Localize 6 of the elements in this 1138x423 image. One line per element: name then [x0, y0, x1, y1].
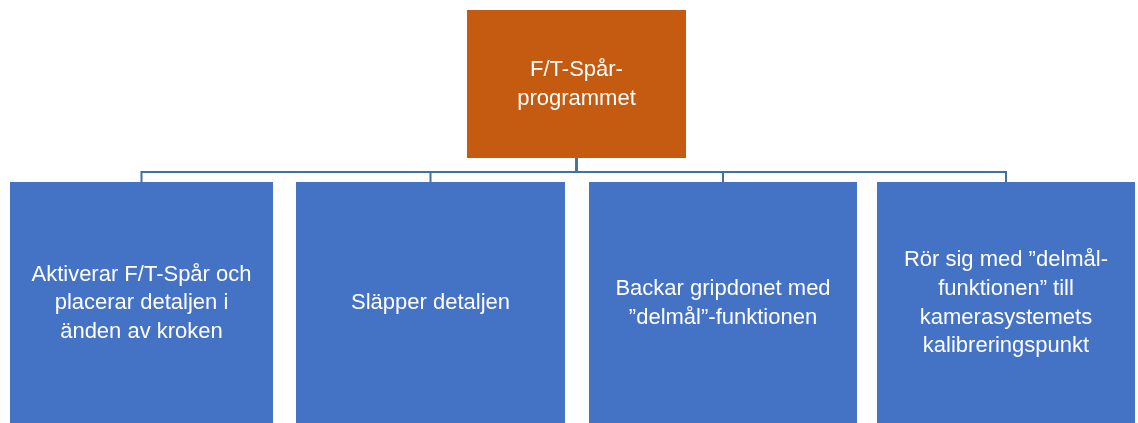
step-box: Släpper detaljen: [296, 182, 565, 423]
root-box: F/T-Spår-programmet: [467, 10, 686, 158]
step-box: Backar gripdonet med ”delmål”-funktionen: [589, 182, 857, 423]
step-box: Rör sig med ”delmål-funktionen” till kamerasystemets kalibreringspunkt: [877, 182, 1135, 423]
step-box: Aktiverar F/T-Spår och placerar detaljen i änden av kroken: [10, 182, 273, 423]
connector-line: [575, 157, 1007, 183]
